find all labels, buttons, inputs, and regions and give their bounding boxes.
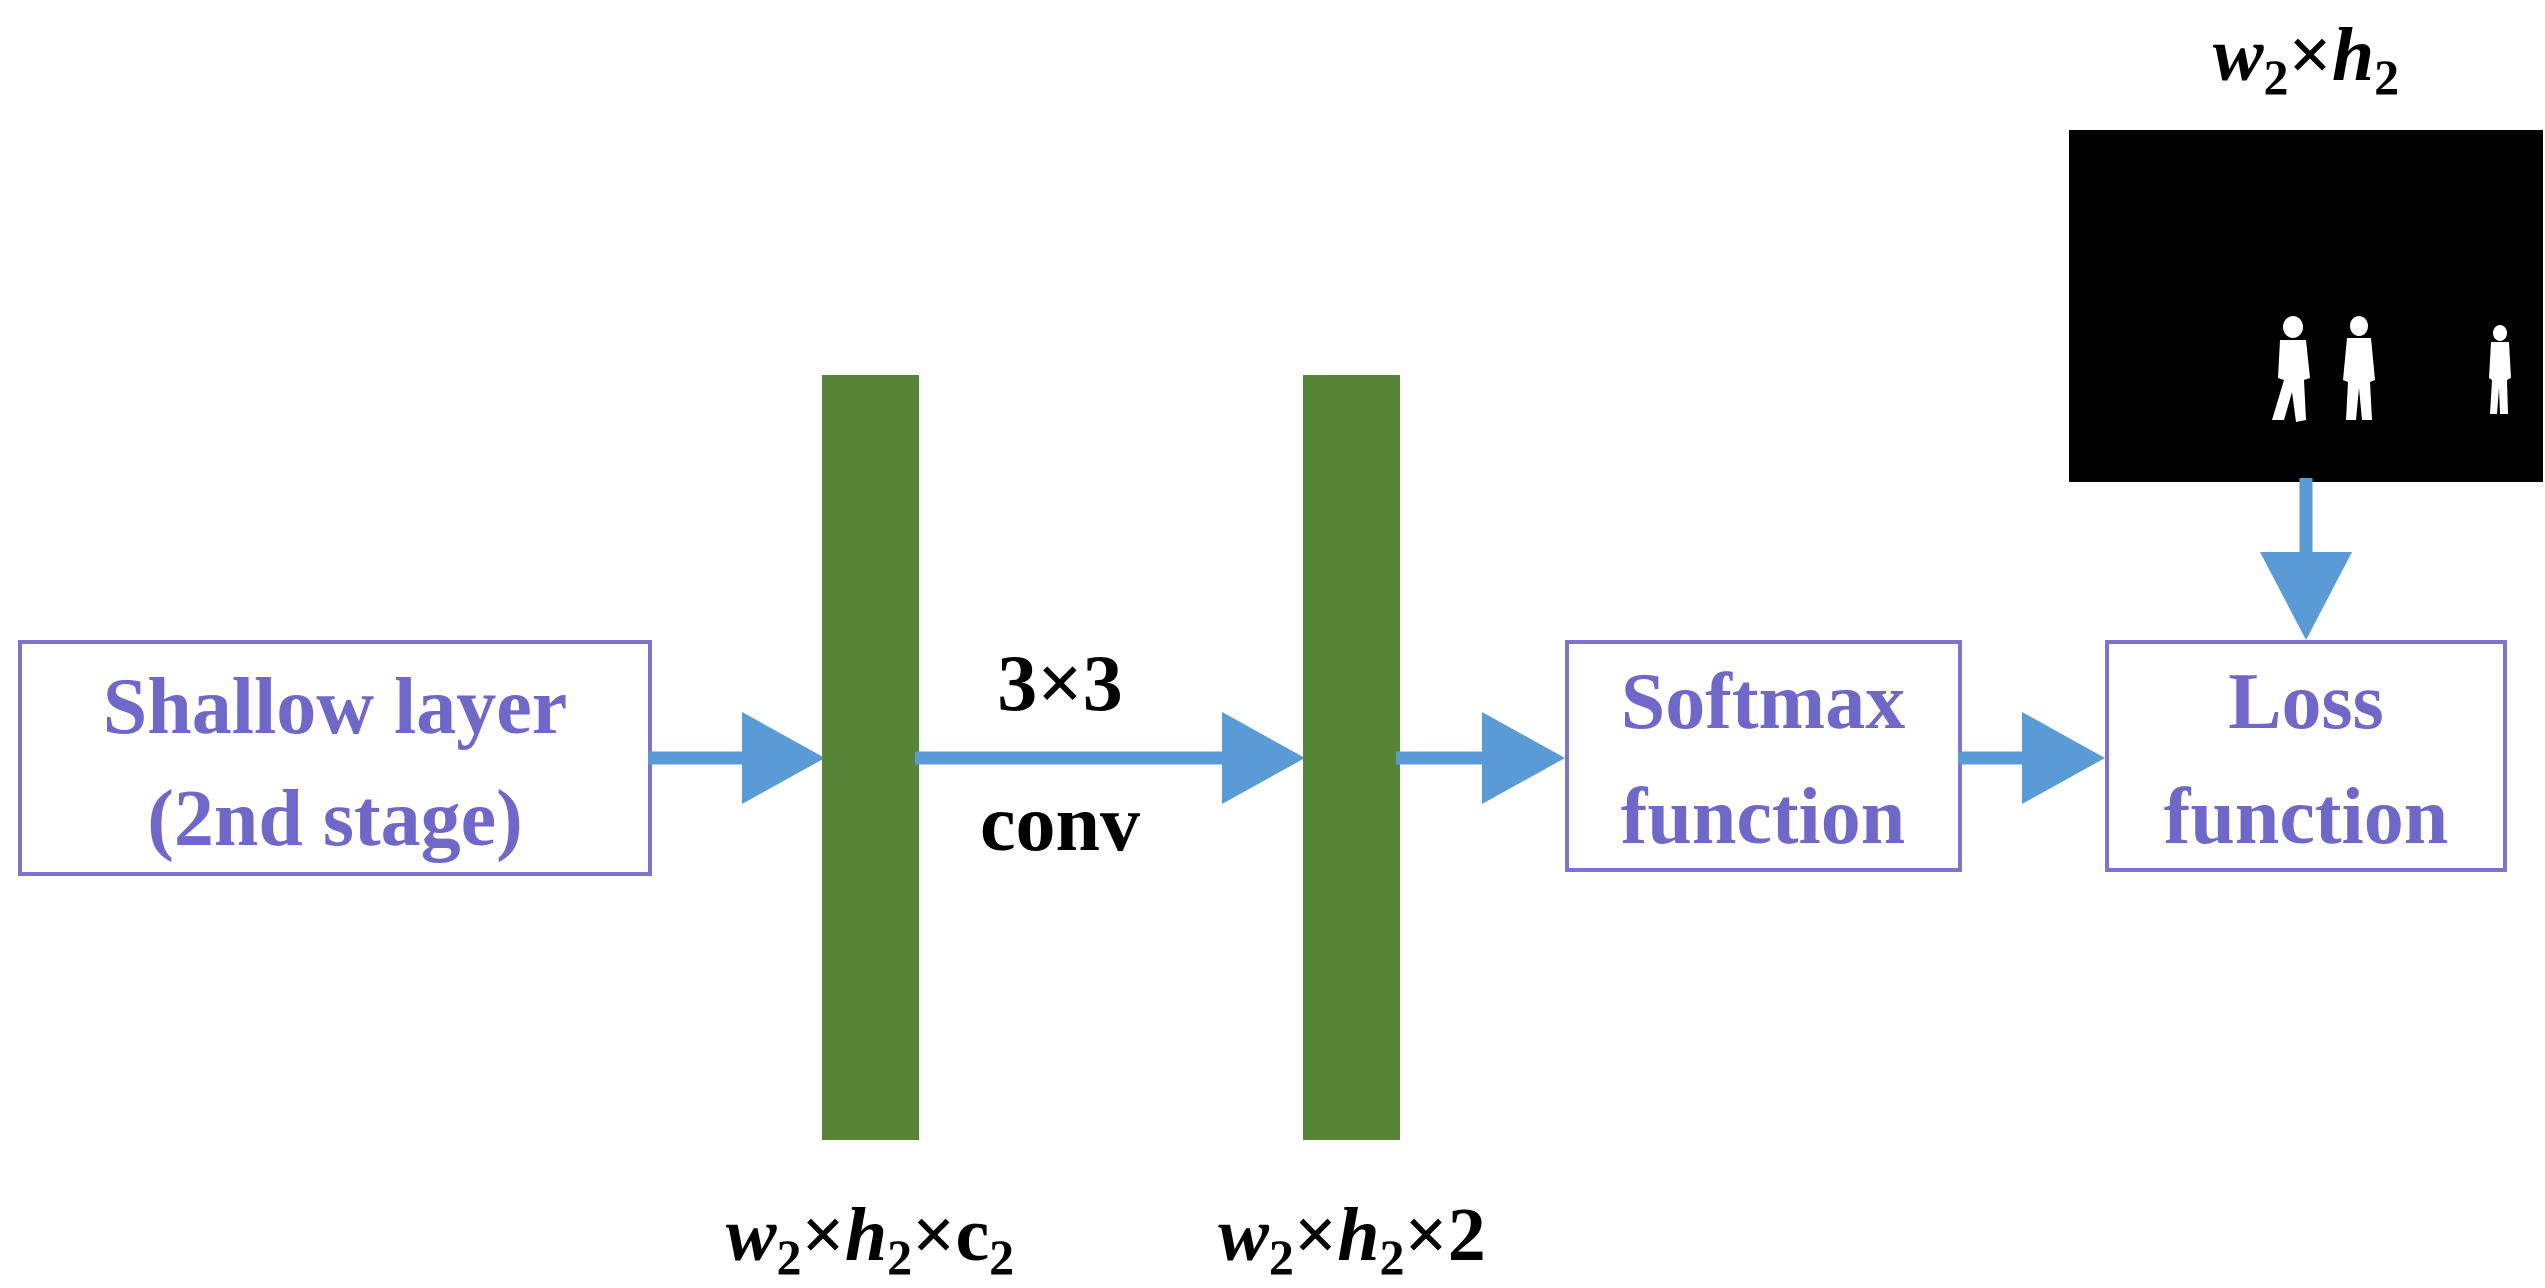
person-silhouette-1 (2272, 316, 2310, 422)
conv-label: conv (980, 780, 1140, 868)
feature-map-1-size-label: w2×h2×c2 (726, 1193, 1014, 1285)
feature-map-1 (822, 375, 919, 1140)
feature-map-2-size-label: w2×h2×2 (1218, 1193, 1486, 1285)
arrow-feature2-to-softmax (1396, 712, 1565, 804)
loss-label-line2: function (2164, 773, 2449, 861)
arrow-conv (915, 712, 1305, 804)
arrow-groundtruth-to-loss (2260, 478, 2352, 640)
person-silhouette-2 (2343, 316, 2375, 420)
feature-map-2 (1303, 375, 1400, 1140)
softmax-label-line2: function (1621, 773, 1906, 861)
loss-function-box: Loss function (2105, 640, 2507, 872)
shallow-layer-box: Shallow layer (2nd stage) (18, 640, 652, 876)
shallow-layer-label-line1: Shallow layer (103, 663, 567, 751)
softmax-function-box: Softmax function (1565, 640, 1962, 872)
arrow-shallow-to-feature1 (648, 712, 825, 804)
ground-truth-mask-image (2069, 130, 2543, 482)
ground-truth-size-label: w2×h2 (2213, 13, 2399, 105)
conv-kernel-label: 3×3 (997, 640, 1123, 728)
loss-label-line1: Loss (2228, 658, 2384, 746)
person-silhouette-3 (2489, 325, 2511, 414)
shallow-layer-label-line2: (2nd stage) (147, 775, 523, 863)
arrow-softmax-to-loss (1958, 712, 2105, 804)
softmax-label-line1: Softmax (1621, 658, 1905, 746)
